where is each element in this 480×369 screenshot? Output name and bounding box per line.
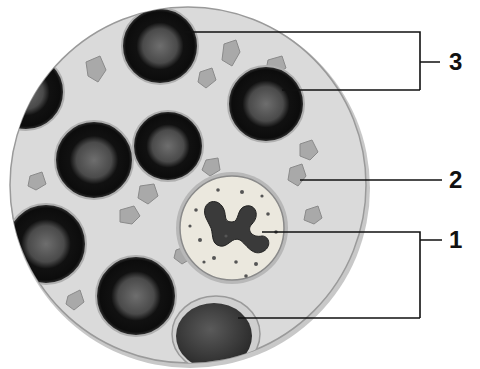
callout-number: 1 bbox=[449, 228, 462, 252]
lymphocyte bbox=[172, 296, 260, 369]
callout-slot: 1 bbox=[449, 228, 462, 252]
callout-number: 3 bbox=[449, 50, 462, 74]
neutrophil bbox=[176, 172, 288, 284]
callout-slot: 3 bbox=[449, 50, 462, 74]
red-blood-cells bbox=[0, 8, 304, 336]
callout-number: 2 bbox=[449, 168, 462, 192]
field-shadow bbox=[10, 8, 370, 368]
callout-slot: 2 bbox=[449, 168, 462, 192]
leader-lines bbox=[180, 32, 442, 318]
